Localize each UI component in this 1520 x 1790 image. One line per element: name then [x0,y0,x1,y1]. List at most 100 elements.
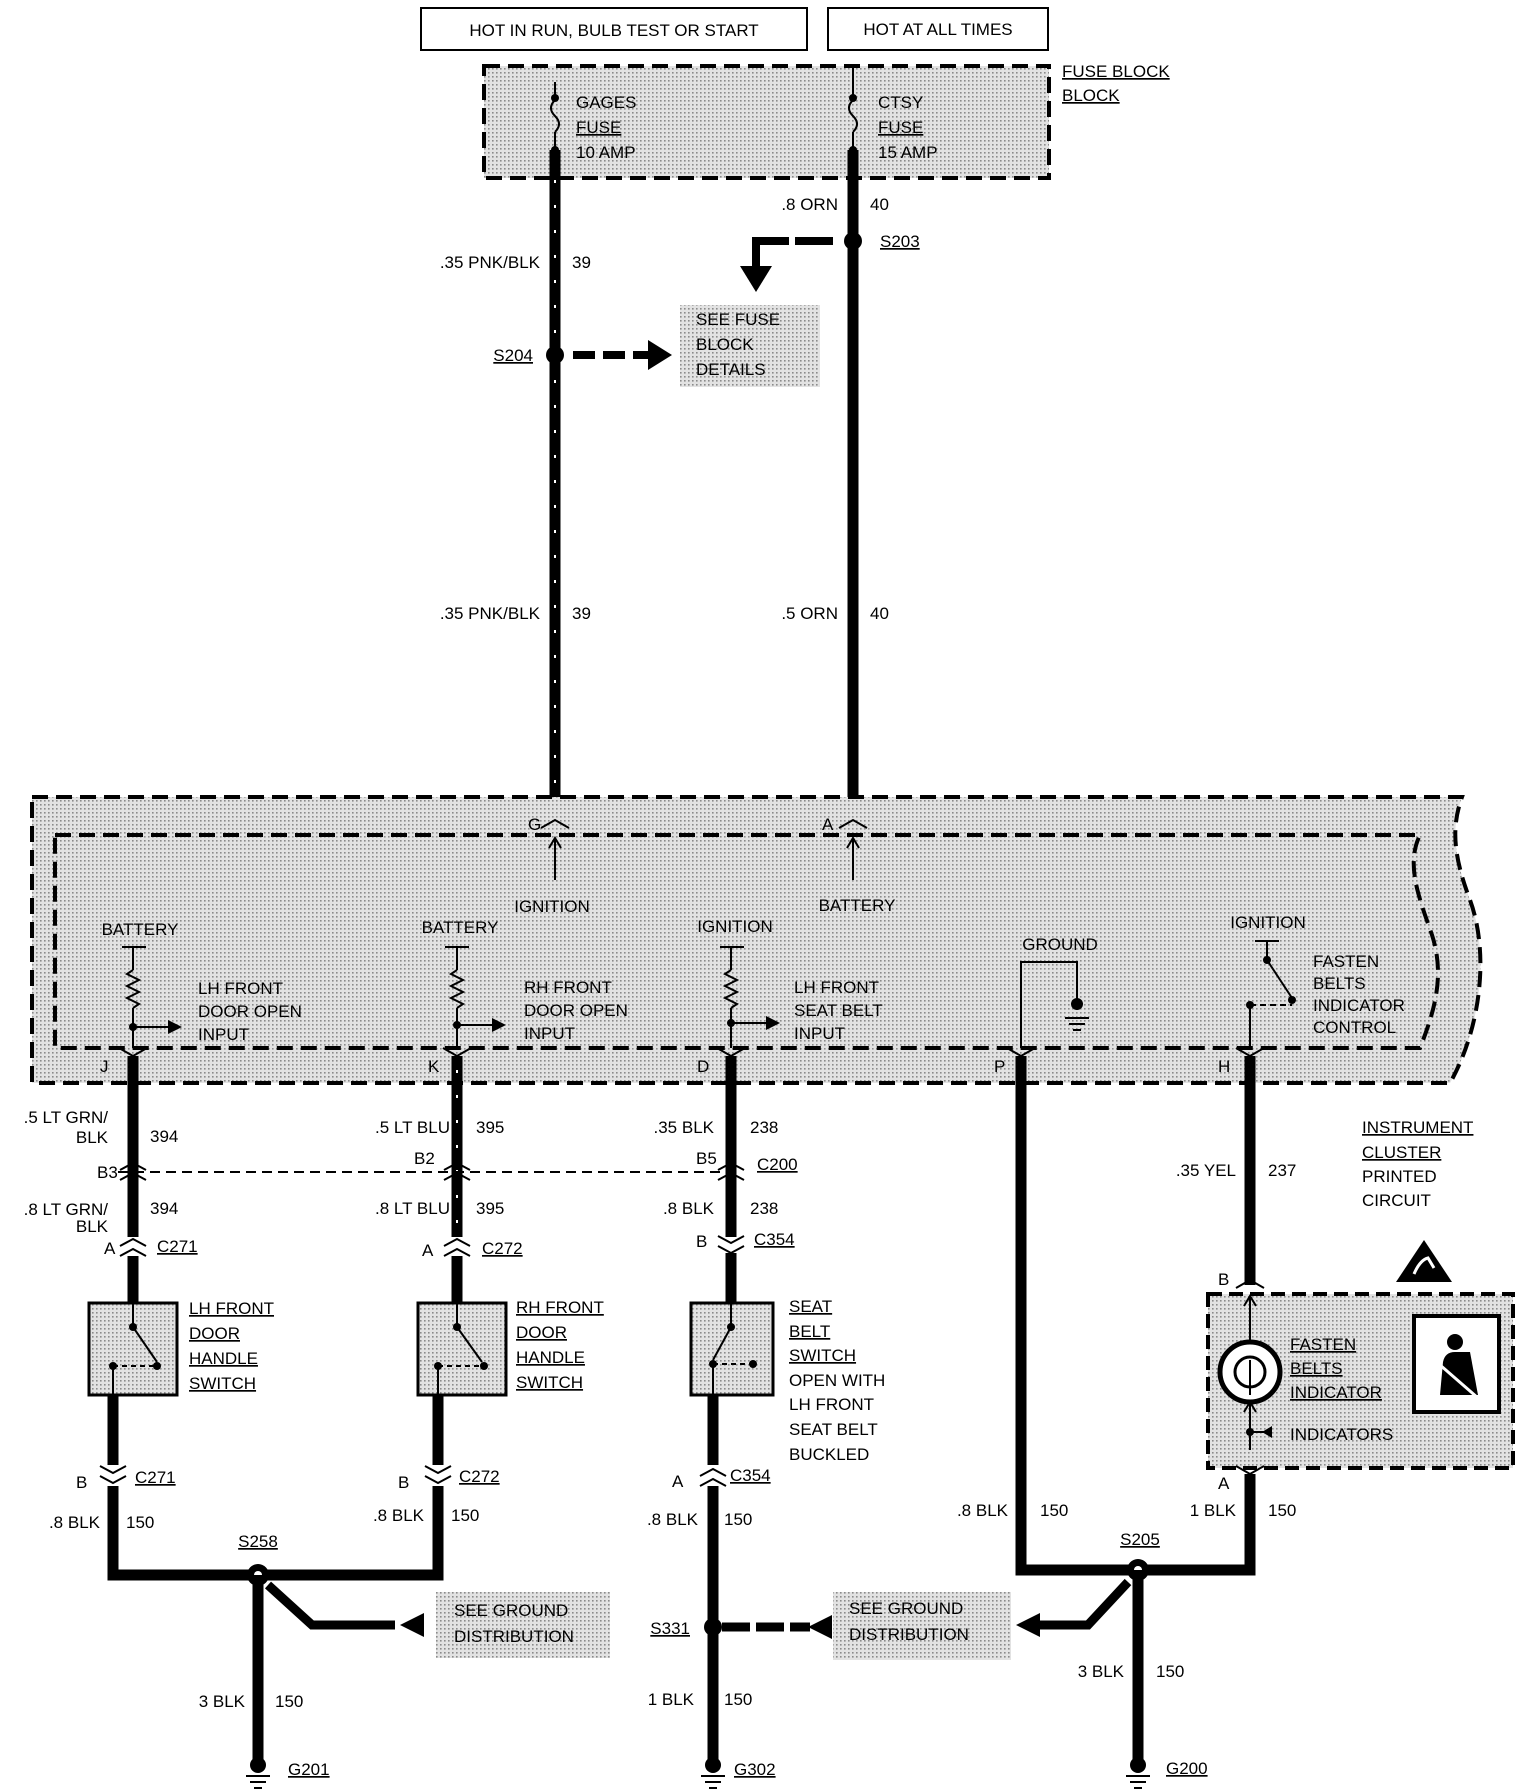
wire-150-p: .8 BLK 150 [957,1056,1138,1576]
cluster-ground: GROUND [1020,935,1098,1048]
svg-text:SWITCH: SWITCH [189,1374,256,1393]
seat-belt-input: IGNITION LH FRONT SEAT BELT INPUT [697,917,883,1048]
svg-text:SEE FUSE: SEE FUSE [696,310,780,329]
splice-s331: S331 [650,1615,832,1639]
svg-text:G: G [528,815,541,834]
svg-text:PRINTED: PRINTED [1362,1167,1437,1186]
svg-text:BELTS: BELTS [1290,1359,1343,1378]
connector-c354-b: B C354 [696,1230,795,1255]
seat-belt-switch: SEAT BELT SWITCH OPEN WITH LH FRONT SEAT… [689,1297,885,1464]
ctsy-fuse-name: CTSY [878,93,923,112]
svg-text:SEAT: SEAT [789,1297,832,1316]
svg-text:C272: C272 [459,1467,500,1486]
svg-text:.8 BLK: .8 BLK [957,1501,1009,1520]
svg-text:C272: C272 [482,1239,523,1258]
svg-text:A: A [1218,1474,1230,1493]
svg-text:.8 LT GRN/: .8 LT GRN/ [24,1200,109,1219]
lh-door-open-input: BATTERY LH FRONT DOOR OPEN INPUT [102,920,302,1048]
ctsy-fuse: CTSY FUSE 15 AMP [848,66,938,162]
splice-s203: S203 [740,232,920,292]
svg-text:150: 150 [1040,1501,1068,1520]
svg-text:150: 150 [724,1510,752,1529]
note-see-ground-distribution-1: SEE GROUND DISTRIBUTION [436,1592,610,1658]
wire-394: .5 LT GRN/ BLK 394 .8 LT GRN/ BLK 394 [24,1056,178,1237]
svg-text:G201: G201 [288,1760,330,1779]
svg-text:INSTRUMENT: INSTRUMENT [1362,1118,1473,1137]
svg-text:INPUT: INPUT [524,1024,575,1043]
connector-c271-a: A C271 [104,1237,198,1258]
ignition-top-label: IGNITION [514,897,590,916]
svg-text:INPUT: INPUT [794,1024,845,1043]
svg-text:394: 394 [150,1127,178,1146]
svg-text:BUCKLED: BUCKLED [789,1445,869,1464]
svg-text:238: 238 [750,1118,778,1137]
svg-text:FUSE BLOCK: FUSE BLOCK [1062,62,1170,81]
svg-text:3 BLK: 3 BLK [199,1692,246,1711]
svg-text:.8 BLK: .8 BLK [647,1510,699,1529]
wire-238: .35 BLK 238 .8 BLK 238 [654,1056,778,1237]
wire-40-top-gauge: .8 ORN [781,195,838,214]
svg-text:RH FRONT: RH FRONT [516,1298,604,1317]
svg-text:C200: C200 [757,1155,798,1174]
svg-text:INDICATOR: INDICATOR [1313,996,1405,1015]
svg-text:B: B [76,1473,87,1492]
svg-text:B: B [398,1473,409,1492]
svg-text:150: 150 [126,1513,154,1532]
wire-150-indicator: 1 BLK 150 [1138,1474,1296,1576]
cluster-pin-g: G IGNITION [514,815,590,916]
svg-text:394: 394 [150,1199,178,1218]
svg-text:S204: S204 [493,346,533,365]
lh-door-handle-switch: LH FRONT DOOR HANDLE SWITCH [87,1299,274,1397]
svg-text:SEE GROUND: SEE GROUND [454,1601,568,1620]
svg-text:RH FRONT: RH FRONT [524,978,612,997]
fasten-belts-indicator-control: IGNITION FASTEN BELTS INDICATOR CONTROL [1230,913,1405,1048]
svg-text:SEAT BELT: SEAT BELT [794,1001,883,1020]
svg-text:S258: S258 [238,1532,278,1551]
svg-text:.8 LT BLU: .8 LT BLU [375,1199,450,1218]
svg-text:B5: B5 [696,1149,717,1168]
svg-text:238: 238 [750,1199,778,1218]
ignition-seat-label: IGNITION [697,917,773,936]
svg-text:INDICATOR: INDICATOR [1290,1383,1382,1402]
svg-text:395: 395 [476,1118,504,1137]
battery-rh-label: BATTERY [422,918,499,937]
svg-text:.35 YEL: .35 YEL [1176,1161,1236,1180]
svg-text:BELT: BELT [789,1322,830,1341]
svg-text:A: A [104,1239,116,1258]
svg-text:HANDLE: HANDLE [189,1349,258,1368]
fuse-block: FUSE BLOCK BLOCK [482,62,1170,180]
ctsy-fuse-rating: 15 AMP [878,143,938,162]
svg-text:CLUSTER: CLUSTER [1362,1143,1441,1162]
svg-text:DETAILS: DETAILS [696,360,766,379]
ground-g201: G201 [246,1757,330,1789]
ground-g200: G200 [1126,1757,1208,1789]
svg-text:B2: B2 [414,1149,435,1168]
svg-text:G200: G200 [1166,1759,1208,1778]
wire-40: .8 ORN 40 .5 ORN 40 [781,150,889,820]
ground-g302: G302 [701,1757,776,1789]
svg-text:K: K [428,1057,440,1076]
wire-39-mid-circuit: 39 [572,604,591,623]
svg-text:BLK: BLK [76,1128,109,1147]
svg-text:DOOR OPEN: DOOR OPEN [198,1002,302,1021]
svg-text:SWITCH: SWITCH [516,1373,583,1392]
svg-text:.5 LT GRN/: .5 LT GRN/ [24,1108,109,1127]
svg-text:150: 150 [1156,1662,1184,1681]
instrument-cluster [30,795,1483,1085]
wire-395: .5 LT BLU 395 .8 LT BLU 395 [375,1056,504,1237]
battery-lh-label: BATTERY [102,920,179,939]
svg-text:DOOR: DOOR [516,1323,567,1342]
svg-text:237: 237 [1268,1161,1296,1180]
wire-39-top-gauge: .35 PNK/BLK [440,253,541,272]
svg-text:D: D [697,1057,709,1076]
svg-text:S203: S203 [880,232,920,251]
esd-warning-icon [1396,1240,1452,1282]
svg-text:CIRCUIT: CIRCUIT [1362,1191,1431,1210]
svg-text:C271: C271 [135,1468,176,1487]
svg-text:FASTEN: FASTEN [1313,952,1379,971]
svg-text:FASTEN: FASTEN [1290,1335,1356,1354]
gages-fuse-rating: 10 AMP [576,143,636,162]
wire-40-mid-circuit: 40 [870,604,889,623]
wire-40-mid-gauge: .5 ORN [781,604,838,623]
